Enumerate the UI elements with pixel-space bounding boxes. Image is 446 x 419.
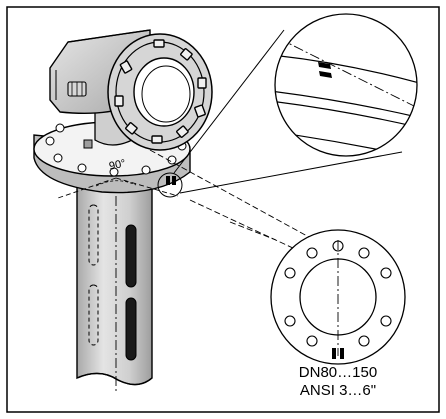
angle-line — [115, 177, 179, 197]
zoom-mark — [318, 62, 331, 69]
slotted-pipe — [76, 181, 153, 386]
callout-line — [179, 151, 403, 194]
ground-terminal — [83, 139, 93, 149]
angle-arc — [95, 180, 137, 187]
pipe-slot — [125, 224, 137, 288]
flange-plan-view — [270, 229, 406, 365]
flange-mark — [166, 176, 170, 185]
hidden-slot — [88, 204, 99, 266]
figure-border — [6, 6, 440, 413]
angle-line — [57, 177, 117, 199]
plan-mark — [340, 348, 344, 359]
hidden-slot — [88, 284, 99, 346]
plan-mark — [332, 348, 336, 359]
angle-label: 90° — [108, 157, 127, 172]
housing-cover — [107, 33, 213, 151]
pipe-slot — [125, 297, 137, 361]
callout-line — [173, 29, 285, 174]
zoom-detail — [274, 13, 418, 157]
flange-ansi-label: ANSI 3…6" — [299, 382, 377, 399]
extension-line — [229, 221, 277, 241]
zoom-mark — [319, 71, 332, 78]
detail-callout-small — [157, 172, 183, 198]
flange-mark — [172, 176, 176, 185]
flange-size-label: DN80…150 — [298, 364, 378, 381]
